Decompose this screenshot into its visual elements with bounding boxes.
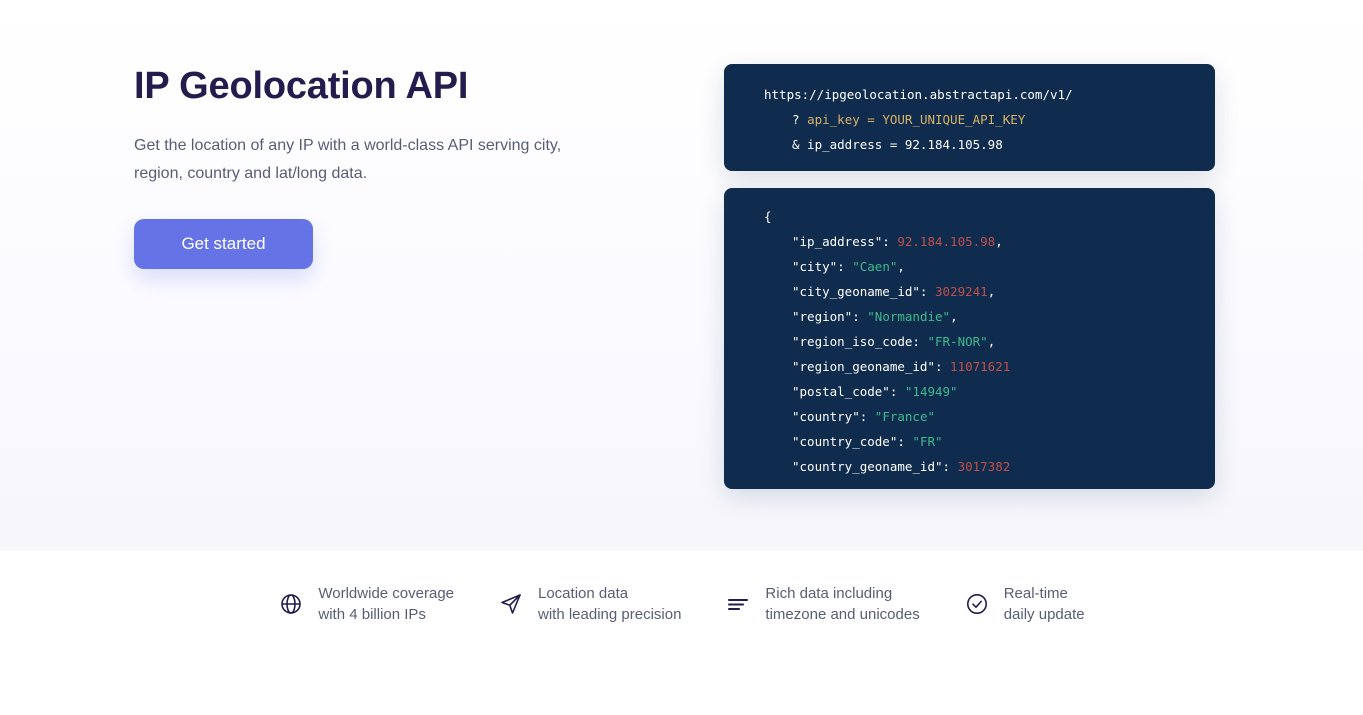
feature-item: Real-time daily update (964, 583, 1085, 625)
feature-label-line1: Real-time (1003, 585, 1068, 602)
request-code-line: ? api_key = YOUR_UNIQUE_API_KEY (764, 107, 1215, 132)
response-json-line: "postal_code": "14949" (764, 379, 1215, 404)
response-json-line: { (764, 204, 1215, 229)
response-json-token: "region_geoname_id": (792, 359, 951, 374)
response-json-token: 92.184.105.98 (897, 234, 996, 249)
response-json-token: "ip_address": (792, 234, 898, 249)
response-json-token: , (987, 284, 996, 299)
response-json-token: { (764, 209, 772, 224)
response-json-token: "Normandie" (867, 309, 951, 324)
globe-icon (278, 591, 304, 617)
response-json-token: 3029241 (935, 284, 988, 299)
feature-label-line1: Rich data including (765, 585, 893, 602)
response-json-line: "city_geoname_id": 3029241, (764, 279, 1215, 304)
feature-label-line1: Worldwide coverage (318, 585, 454, 602)
response-json-line: "region_geoname_id": 11071621 (764, 354, 1215, 379)
cta-container: Get started (134, 219, 604, 269)
feature-band-background (0, 551, 1363, 715)
response-json-line: "region": "Normandie", (764, 304, 1215, 329)
response-json-token: "FR" (912, 434, 943, 449)
response-json-token: "Caen" (852, 259, 898, 274)
response-json-line: "city": "Caen", (764, 254, 1215, 279)
feature-list: Worldwide coverage with 4 billion IPs Loca… (0, 583, 1363, 625)
feature-label: Rich data including timezone and unicodes (765, 583, 919, 625)
feature-label: Location data with leading precision (538, 583, 681, 625)
request-code-line: & ip_address = 92.184.105.98 (764, 132, 1215, 157)
response-json-token: 3017382 (957, 459, 1011, 474)
response-json-token: , (950, 309, 958, 324)
response-json-token: "postal_code": (792, 384, 905, 399)
check-circle-icon (964, 591, 990, 617)
response-json-line: "country": "France" (764, 404, 1215, 429)
response-json-token: "city_geoname_id": (792, 284, 935, 299)
feature-label-line2: timezone and unicodes (765, 606, 920, 623)
hero-subtitle: Get the location of any IP with a world-… (134, 137, 562, 182)
request-code-line: https://ipgeolocation.abstractapi.com/v1… (764, 82, 1215, 107)
response-json-line: "region_iso_code: "FR-NOR", (764, 329, 1215, 354)
feature-label: Real-time daily update (1004, 583, 1085, 625)
response-json-token: "region_iso_code: (792, 334, 928, 349)
request-code-token: & ip_address = 92.184.105.98 (792, 137, 1003, 152)
get-started-button[interactable]: Get started (134, 219, 313, 269)
api-request-code-panel: https://ipgeolocation.abstractapi.com/v1… (724, 64, 1215, 171)
feature-item: Location data with leading precision (498, 583, 681, 625)
feature-label-line2: with 4 billion IPs (318, 606, 426, 623)
hero-section: IP Geolocation API Get the location of a… (134, 62, 604, 269)
response-json-token: , (995, 234, 1003, 249)
send-arrow-icon (498, 591, 524, 617)
list-lines-icon (725, 591, 751, 617)
page-title: IP Geolocation API (134, 65, 469, 107)
response-json-token: "city": (792, 259, 853, 274)
response-json-token: , (987, 334, 996, 349)
feature-label-line2: with leading precision (538, 606, 682, 623)
request-code-token: ? (792, 112, 808, 127)
response-json-token: 11071621 (950, 359, 1011, 374)
feature-label-line2: daily update (1003, 606, 1085, 623)
response-json-token: "country_geoname_id": (792, 459, 958, 474)
response-json-token: "region": (792, 309, 868, 324)
request-code-token: api_key = YOUR_UNIQUE_API_KEY (807, 112, 1026, 127)
response-json-line: "ip_address": 92.184.105.98, (764, 229, 1215, 254)
feature-label-line1: Location data (538, 585, 629, 602)
feature-item: Rich data including timezone and unicodes (725, 583, 920, 625)
response-json-token: "FR-NOR" (927, 334, 988, 349)
response-json-token: , (897, 259, 905, 274)
response-json-token: "14949" (904, 384, 958, 399)
feature-item: Worldwide coverage with 4 billion IPs (278, 583, 454, 625)
api-response-json-panel: {"ip_address": 92.184.105.98,"city": "Ca… (724, 188, 1215, 489)
response-json-line: "country_geoname_id": 3017382 (764, 454, 1215, 479)
response-json-token: "France" (874, 409, 936, 424)
response-json-token: "country_code": (792, 434, 913, 449)
response-json-line: "country_code": "FR" (764, 429, 1215, 454)
feature-label: Worldwide coverage with 4 billion IPs (318, 583, 454, 625)
request-code-token: https://ipgeolocation.abstractapi.com/v1… (764, 87, 1073, 102)
response-json-token: "country": (792, 409, 875, 424)
